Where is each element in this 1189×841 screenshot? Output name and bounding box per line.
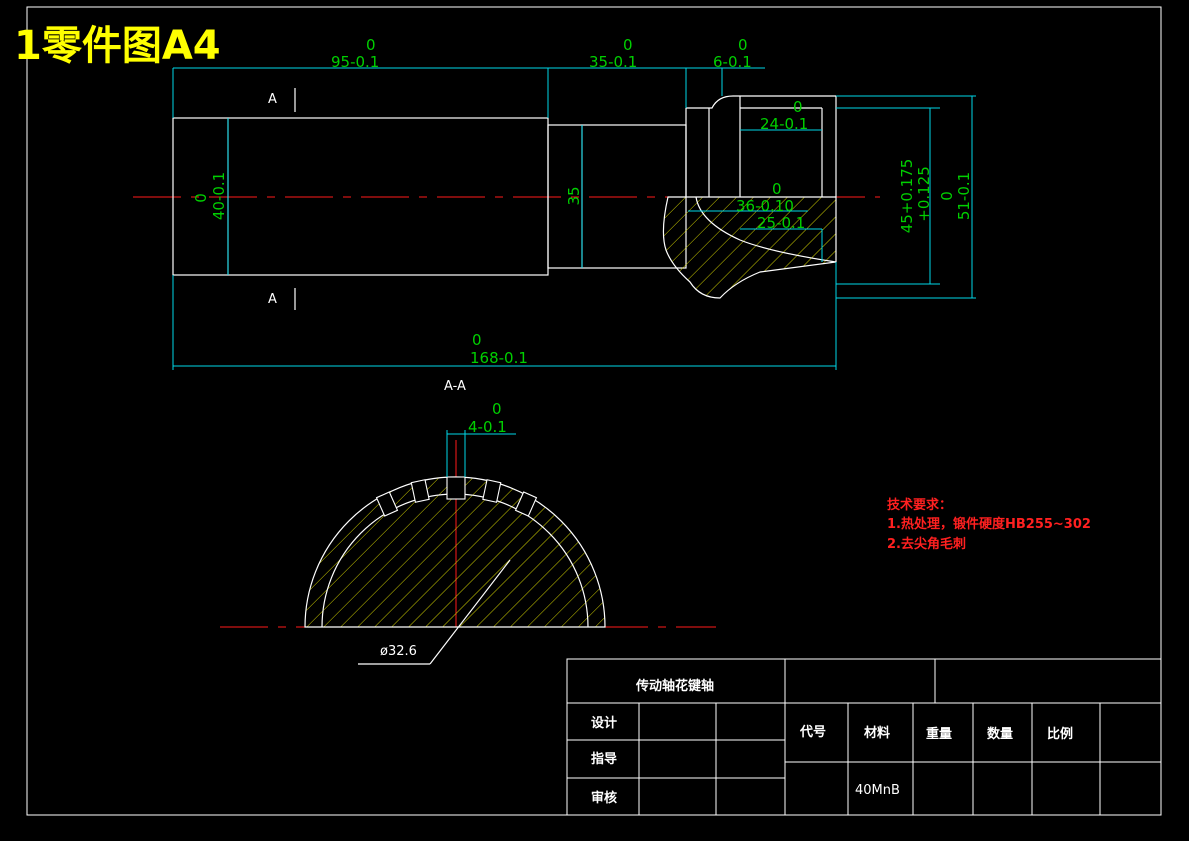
tb-quantity: 数量 bbox=[987, 726, 1013, 742]
dim-95: 95-0.1 bbox=[331, 53, 379, 71]
dim-36-upper: 0 bbox=[772, 180, 782, 198]
tb-material: 材料 bbox=[864, 725, 890, 741]
dim-51-upper: 0 bbox=[938, 191, 956, 201]
cut-label-bottom: A bbox=[268, 292, 277, 307]
part-name: 传动轴花键轴 bbox=[635, 678, 714, 694]
dim-35len: 35-0.1 bbox=[589, 53, 637, 71]
tech-line-2: 2.去尖角毛刺 bbox=[887, 536, 966, 552]
dim-35len-upper: 0 bbox=[623, 36, 633, 54]
title-block bbox=[566, 658, 1162, 816]
dim-32-6: ø32.6 bbox=[380, 644, 417, 659]
tb-guide: 指导 bbox=[591, 751, 617, 767]
tb-scale: 比例 bbox=[1047, 726, 1073, 742]
dim-25: 25-0.1 bbox=[757, 214, 805, 232]
cut-label-top: A bbox=[268, 92, 277, 107]
drawing-title: 1零件图A4 bbox=[14, 23, 221, 69]
technical-requirements: 技术要求： 1.热处理，锻件硬度HB255~302 2.去尖角毛刺 bbox=[887, 497, 1091, 552]
dim-24-upper: 0 bbox=[793, 98, 803, 116]
dim-4: 4-0.1 bbox=[468, 418, 507, 436]
dim-40-upper: 0 bbox=[192, 193, 210, 203]
tb-design: 设计 bbox=[591, 715, 617, 731]
dim-6: 6-0.1 bbox=[713, 53, 752, 71]
dim-6-upper: 0 bbox=[738, 36, 748, 54]
dim-35dia: 35 bbox=[565, 186, 583, 205]
dim-45-lower: +0.125 bbox=[915, 166, 933, 222]
tech-heading: 技术要求： bbox=[887, 497, 952, 513]
dim-168-upper: 0 bbox=[472, 331, 482, 349]
dim-24: 24-0.1 bbox=[760, 115, 808, 133]
tech-line-1: 1.热处理，锻件硬度HB255~302 bbox=[887, 516, 1091, 532]
dim-4-upper: 0 bbox=[492, 400, 502, 418]
tb-review: 审核 bbox=[591, 790, 617, 806]
shaft-main-view: A A bbox=[133, 88, 880, 310]
hatched-section bbox=[662, 196, 837, 299]
section-view-aa: A-A 0 4-0.1 ø32.6 bbox=[220, 379, 716, 665]
dimension-texts: 0 95-0.1 0 35-0.1 0 6-0.1 0 24-0.1 0 36-… bbox=[192, 36, 973, 367]
dimension-lines bbox=[172, 67, 976, 370]
dim-40: 40-0.1 bbox=[210, 172, 228, 220]
section-view-label: A-A bbox=[444, 379, 466, 394]
dim-168: 168-0.1 bbox=[470, 349, 528, 367]
dim-51: 51-0.1 bbox=[955, 172, 973, 220]
dim-36: 36-0.10 bbox=[736, 197, 794, 215]
drawing-frame bbox=[26, 6, 1162, 816]
dim-95-upper: 0 bbox=[366, 36, 376, 54]
dim-45-upper: 45+0.175 bbox=[898, 159, 916, 234]
tb-code: 代号 bbox=[799, 724, 826, 740]
tb-material-value: 40MnB bbox=[855, 783, 900, 798]
tb-weight: 重量 bbox=[926, 726, 952, 742]
